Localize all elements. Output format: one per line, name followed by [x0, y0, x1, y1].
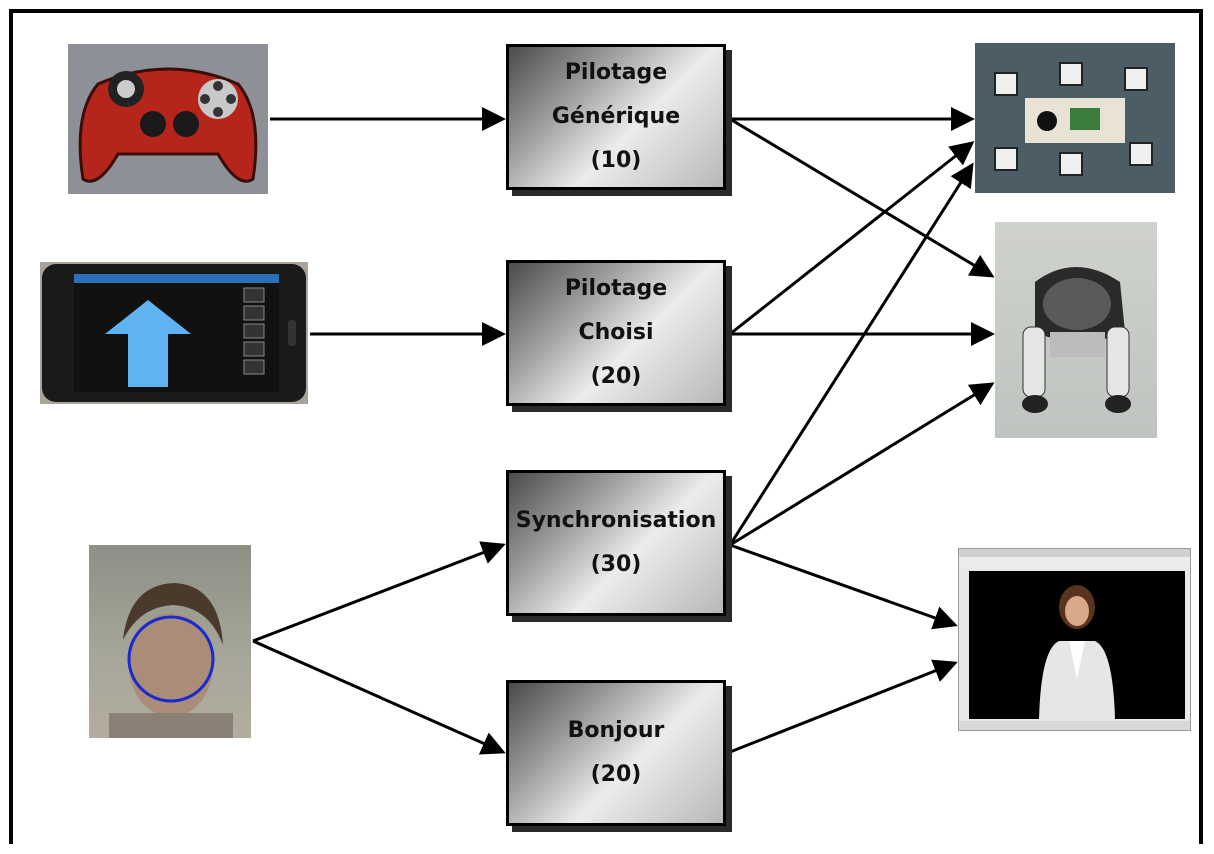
robot-dog-photo: [995, 222, 1157, 438]
virtual-agent-icon: [959, 549, 1190, 730]
node-pilotage-choisi: Pilotage Choisi (20): [506, 260, 726, 406]
node-label-line: Bonjour: [567, 718, 665, 743]
node-label-line: Pilotage: [564, 276, 668, 301]
node-label-line: Pilotage: [564, 60, 668, 85]
node-label-line: Générique: [551, 104, 681, 129]
node-bonjour: Bonjour (20): [506, 680, 726, 826]
arrow-synchronisation-to-aibo: [729, 382, 995, 547]
node-label-line: (10): [590, 148, 642, 173]
arrow-bonjour-to-virtual-agent: [729, 659, 958, 754]
node-label-line: (30): [590, 552, 642, 577]
node-label-line: (20): [590, 762, 642, 787]
arrow-synchronisation-to-hexapod: [728, 162, 974, 546]
face-detection-icon: [109, 583, 233, 738]
arrow-synchronisation-to-virtual-agent: [729, 543, 958, 630]
node-label-line: (20): [590, 364, 642, 389]
face-detection-photo: [89, 545, 251, 738]
arrow-face-to-bonjour: [252, 639, 506, 755]
robot-dog-icon: [1022, 267, 1131, 413]
hexapod-robot-icon: [994, 62, 1153, 176]
gamepad-photo: [68, 44, 268, 194]
node-label-line: Synchronisation: [515, 508, 717, 533]
node-label-line: Choisi: [578, 320, 654, 345]
node-pilotage-generique: Pilotage Générique (10): [506, 44, 726, 190]
diagram-frame: [9, 9, 1203, 844]
smartphone-icon: [42, 264, 306, 402]
arrow-pilotage-choisi-to-hexapod: [729, 141, 975, 336]
gamepad-icon: [78, 67, 258, 183]
node-synchronisation: Synchronisation (30): [506, 470, 726, 616]
hexapod-robot-photo: [975, 43, 1175, 193]
arrow-pilotage-generique-to-aibo: [729, 117, 995, 278]
virtual-agent-window-photo: [958, 548, 1191, 731]
arrow-face-to-synchronisation: [252, 541, 506, 643]
smartphone-photo: [40, 262, 308, 404]
